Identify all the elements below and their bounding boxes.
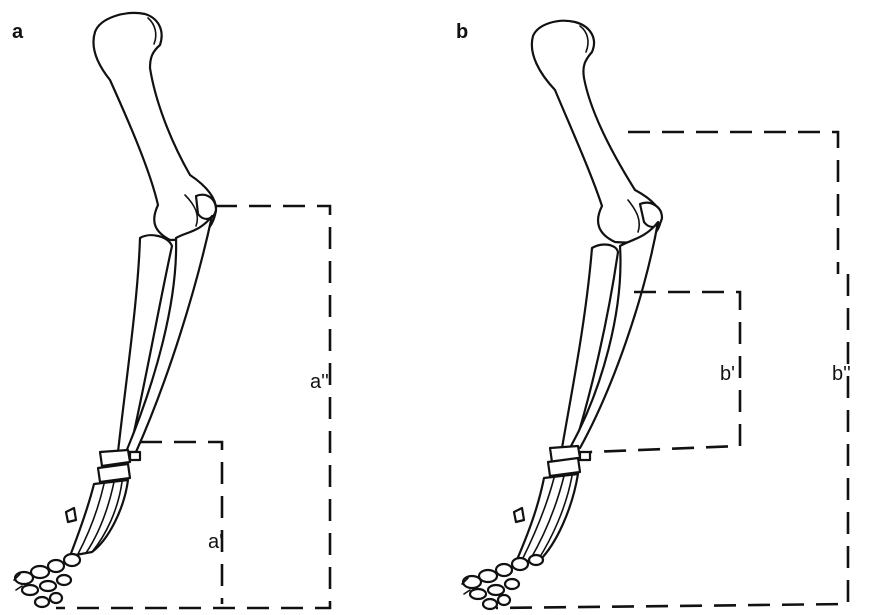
panel-a-metatarsals — [70, 480, 128, 556]
panel-a-short-bracket — [140, 442, 222, 604]
panel-b-limb-skeleton — [462, 21, 662, 609]
panel-b: b — [456, 21, 851, 609]
panel-a-ankle-knob — [130, 452, 140, 460]
panel-b-short-measure-label: b' — [720, 363, 735, 385]
panel-a-phalanges — [14, 554, 80, 607]
panel-a: a — [12, 13, 330, 608]
panel-a-label: a — [12, 21, 24, 43]
panel-b-phalanges — [462, 555, 543, 609]
panel-b-label: b — [456, 21, 468, 43]
panel-b-ankle-knob — [580, 452, 590, 460]
panel-b-spur — [514, 508, 524, 522]
panel-a-spur — [66, 508, 76, 522]
panel-b-metatarsals — [516, 474, 578, 562]
panel-a-patella — [196, 195, 216, 219]
panel-a-limb-skeleton — [14, 13, 216, 607]
panel-a-short-measure-label: a' — [208, 531, 223, 553]
panel-a-long-measure-label: a'' — [310, 371, 329, 393]
panel-b-long-measure-label: b'' — [832, 363, 851, 385]
